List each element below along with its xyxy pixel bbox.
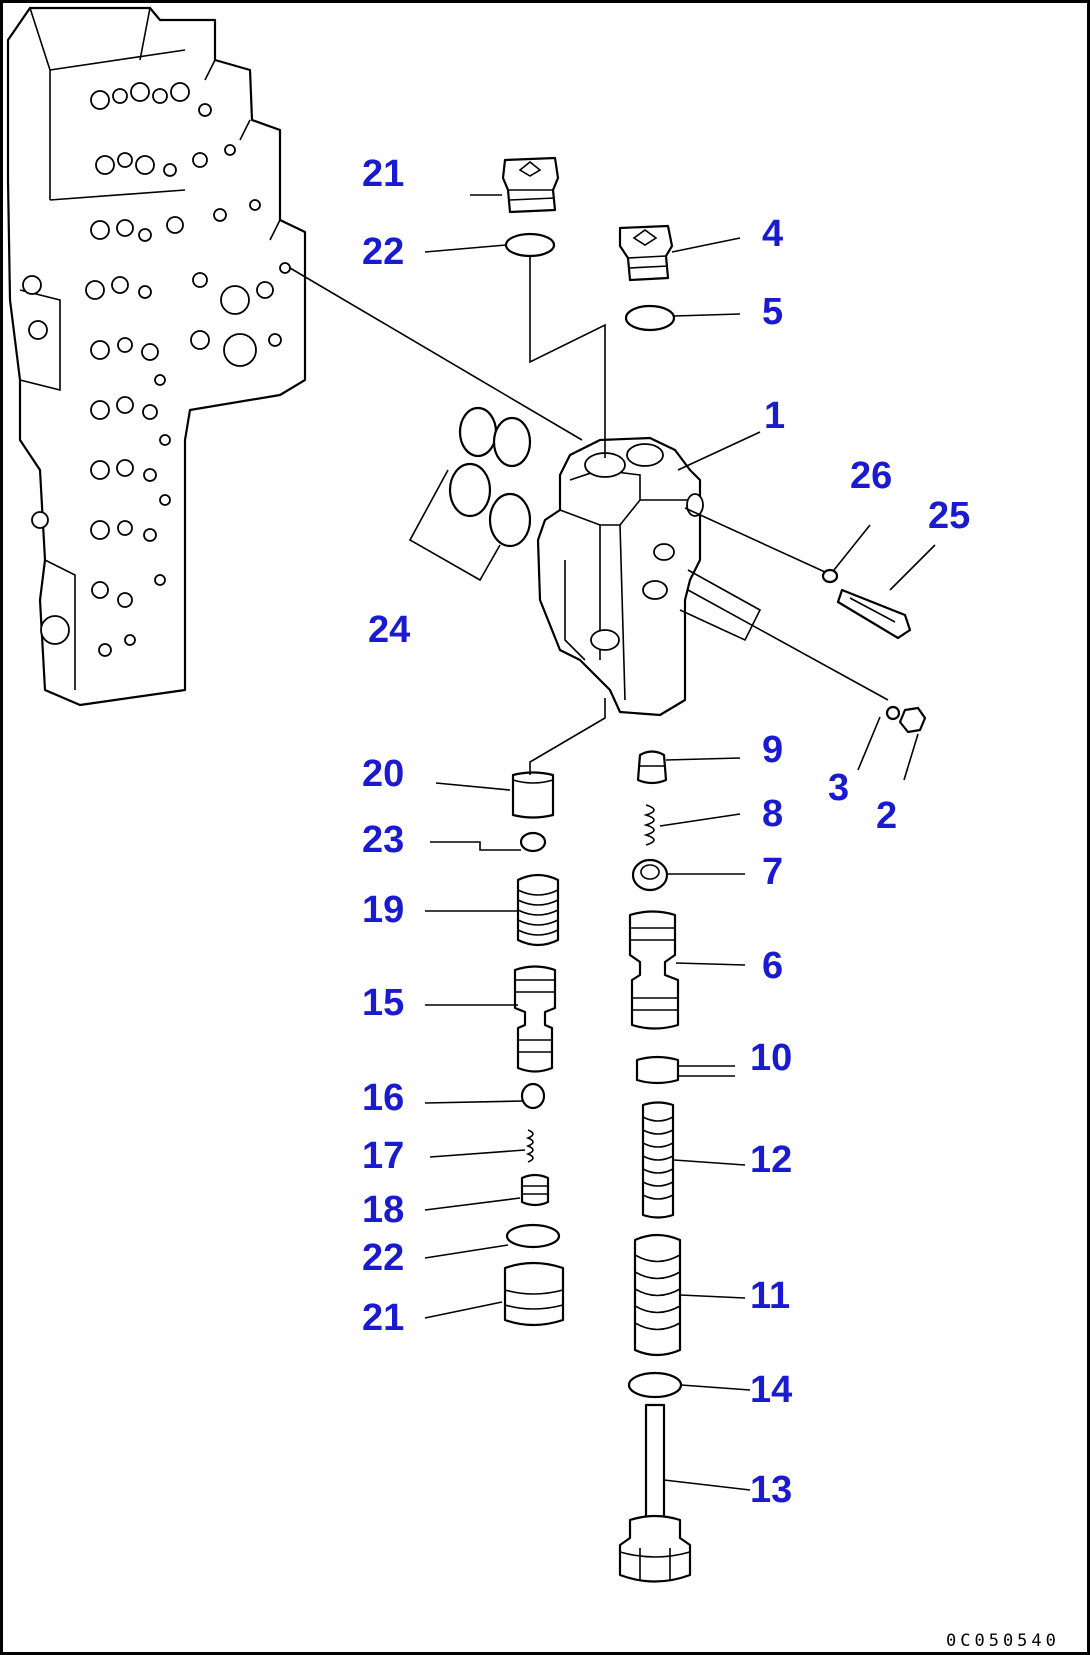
callout-5: 5 (762, 291, 783, 333)
callout-17: 17 (362, 1135, 404, 1177)
callout-7: 7 (762, 851, 783, 893)
o-ring-14 (627, 1371, 683, 1399)
callout-22-bottom: 22 (362, 1237, 404, 1279)
plug-2 (898, 706, 927, 734)
o-ring-22-bottom (505, 1223, 561, 1249)
spring-11 (633, 1233, 682, 1357)
callout-4: 4 (762, 213, 783, 255)
callout-21-top: 21 (362, 153, 404, 195)
callout-12: 12 (750, 1139, 792, 1181)
o-ring-5 (624, 304, 676, 332)
bolt-25 (836, 588, 912, 640)
plug-13 (618, 1403, 692, 1583)
seat-7 (631, 858, 669, 892)
spring-8 (643, 804, 655, 846)
spring-12 (641, 1101, 675, 1219)
plug-21-top (501, 156, 560, 214)
callout-15: 15 (362, 982, 404, 1024)
callout-9: 9 (762, 729, 783, 771)
callout-11: 11 (750, 1275, 790, 1317)
drawing-code: 0C050540 (946, 1631, 1060, 1651)
callout-1: 1 (764, 395, 785, 437)
piston-10 (635, 1055, 680, 1085)
valve-6 (628, 910, 680, 1030)
callout-20: 20 (362, 753, 404, 795)
main-valve-body (6, 6, 307, 707)
callout-3: 3 (828, 767, 849, 809)
o-ring-3 (885, 705, 901, 721)
callout-25: 25 (928, 495, 970, 537)
callout-numbers: 21 22 4 5 1 26 25 24 20 9 3 2 8 23 7 19 … (362, 153, 970, 1511)
plug-4 (618, 224, 674, 282)
spool-15 (513, 965, 557, 1073)
callout-16: 16 (362, 1077, 404, 1119)
o-ring-22-top (504, 232, 556, 258)
ring-23 (519, 831, 547, 853)
seat-9 (636, 750, 668, 785)
piston-16 (520, 1082, 546, 1110)
plug-21-bottom (503, 1261, 565, 1327)
callout-23: 23 (362, 819, 404, 861)
callout-8: 8 (762, 793, 783, 835)
callout-26: 26 (850, 455, 892, 497)
callout-10: 10 (750, 1037, 792, 1079)
spring-19 (516, 873, 560, 947)
sleeve-20 (511, 771, 555, 819)
callout-22-top: 22 (362, 231, 404, 273)
piston-18 (520, 1173, 550, 1207)
callout-13: 13 (750, 1469, 792, 1511)
callout-21-bottom: 21 (362, 1297, 404, 1339)
valve-body-port-holes (22, 82, 291, 657)
o-ring-set-24 (408, 406, 532, 582)
spring-17 (525, 1129, 534, 1163)
callout-18: 18 (362, 1189, 404, 1231)
callout-14: 14 (750, 1369, 792, 1411)
washer-26 (821, 568, 839, 584)
callout-6: 6 (762, 945, 783, 987)
leader-lines (289, 194, 936, 1491)
callout-19: 19 (362, 889, 404, 931)
valve-housing (536, 436, 704, 717)
callout-2: 2 (876, 795, 897, 837)
callout-24: 24 (368, 609, 410, 651)
